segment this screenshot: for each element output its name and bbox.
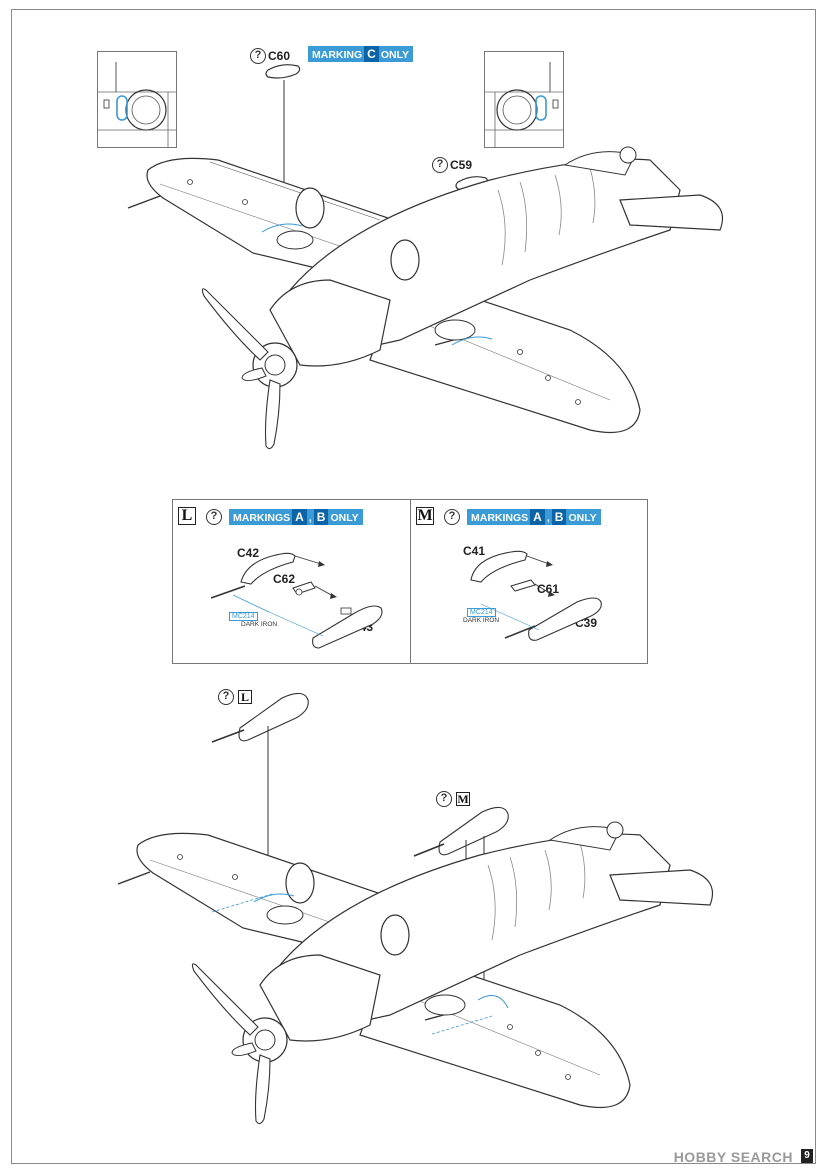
optional-part-icon: ?	[250, 48, 266, 64]
step-m-drawing	[470, 550, 602, 641]
part-label-c41: C41	[463, 544, 486, 558]
ref-step-m: M	[456, 792, 470, 806]
optional-part-icon: ?	[432, 157, 448, 173]
optional-part-icon: ?	[206, 509, 222, 525]
page-number: 9	[801, 1149, 813, 1163]
part-label-c59: C59	[450, 158, 473, 172]
watermark-logo: HOBBY SEARCH	[673, 1149, 793, 1165]
paint-code-l: MC214	[229, 612, 258, 621]
optional-part-icon: ?	[444, 509, 460, 525]
part-label-c42: C42	[237, 546, 260, 560]
step-l-drawing	[210, 552, 383, 649]
paint-name-l: DARK IRON	[241, 621, 278, 628]
ref-step-l: L	[238, 690, 252, 704]
optional-part-icon: ?	[436, 791, 452, 807]
step-letter-m: M	[416, 507, 434, 525]
part-label-c60: C60	[268, 49, 291, 63]
page-frame	[11, 9, 816, 1164]
optional-part-icon: ?	[218, 689, 234, 705]
paint-name-m: DARK IRON	[463, 617, 500, 624]
paint-code-m: MC214	[467, 608, 496, 617]
inset-right-drawing	[485, 62, 563, 147]
aircraft-underside-drawing-top	[127, 64, 724, 450]
inset-left-drawing	[98, 62, 176, 147]
part-label-c62: C62	[273, 572, 296, 586]
part-label-c61: C61	[537, 582, 560, 596]
step-letter-l: L	[178, 507, 196, 525]
detail-inset-right	[484, 51, 564, 148]
detail-inset-left	[97, 51, 177, 148]
